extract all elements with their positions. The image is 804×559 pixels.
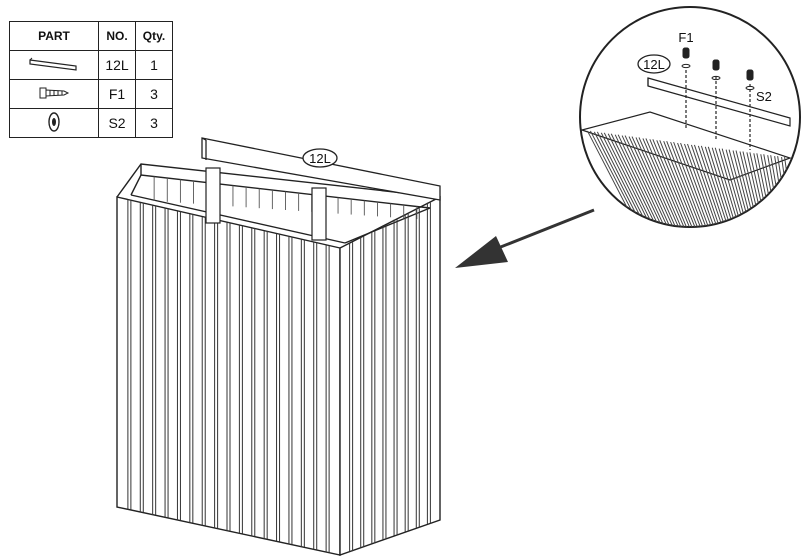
wall-rib <box>635 137 682 227</box>
wall-rib <box>673 141 712 227</box>
header-part: PART <box>9 21 99 51</box>
panel-strip-icon <box>9 50 99 80</box>
wall-rib <box>677 142 714 227</box>
wall-rib <box>642 138 687 227</box>
header-qty: Qty. <box>135 21 173 51</box>
part-no: 12L <box>98 50 136 80</box>
header-no: NO. <box>98 21 136 51</box>
panel-12l-main <box>201 137 441 201</box>
table-row: S2 3 <box>9 108 173 138</box>
detail-view: 12L F1 S2 <box>579 6 801 228</box>
wall-rib <box>652 139 696 227</box>
washer-icon <box>9 108 99 138</box>
wall-rib <box>628 136 677 227</box>
parts-table-header: PART NO. Qty. <box>9 21 173 51</box>
table-row: F1 3 <box>9 79 173 109</box>
wall-rib <box>656 140 698 227</box>
detail-arrow <box>455 208 595 268</box>
screw-icon <box>9 79 99 109</box>
wall-rib <box>624 135 674 227</box>
parts-table: PART NO. Qty. 12L 1 F1 3 S2 3 <box>9 21 173 138</box>
wall-rib <box>680 142 717 227</box>
window-frame <box>205 167 327 241</box>
label-12l-detail: 12L <box>643 57 665 72</box>
part-label-12l-detail: 12L <box>637 54 671 74</box>
wall-rib <box>684 143 719 227</box>
part-qty: 1 <box>135 50 173 80</box>
wall-rib <box>621 135 671 227</box>
label-12l-main: 12L <box>309 151 331 166</box>
part-label-12l-main: 12L <box>302 148 338 168</box>
wall-rib <box>638 137 685 227</box>
part-qty: 3 <box>135 79 173 109</box>
shed-body <box>116 163 441 556</box>
wall-rib <box>617 134 669 227</box>
wall-rib <box>666 141 706 227</box>
right-wall-ribs <box>349 202 431 552</box>
wall-rib <box>784 156 797 227</box>
wall-rib <box>670 141 709 227</box>
label-s2-detail: S2 <box>756 89 772 104</box>
detail-screws <box>681 47 755 91</box>
part-no: F1 <box>98 79 136 109</box>
wall-rib <box>631 136 680 227</box>
front-wall-ribs <box>127 199 330 553</box>
wall-rib <box>659 140 701 227</box>
right-wall <box>339 195 441 556</box>
label-f1-detail: F1 <box>678 30 693 45</box>
wall-rib <box>649 139 693 227</box>
wall-rib <box>663 141 703 227</box>
part-qty: 3 <box>135 108 173 138</box>
table-row: 12L 1 <box>9 50 173 80</box>
part-no: S2 <box>98 108 136 138</box>
front-wall <box>116 196 341 556</box>
wall-rib <box>645 138 690 227</box>
